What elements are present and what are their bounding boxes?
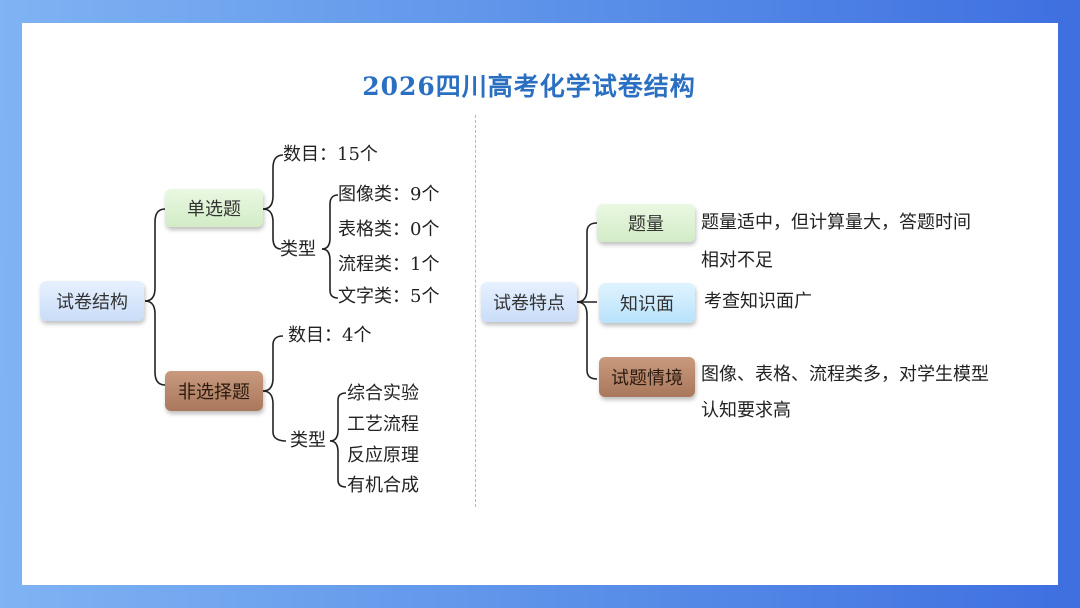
question-context-desc-line1: 图像、表格、流程类多，对学生模型 bbox=[701, 364, 989, 385]
node-knowledge-scope: 知识面 bbox=[599, 283, 695, 323]
single-choice-type-label: 类型 bbox=[280, 239, 316, 260]
root-node-paper-structure: 试卷结构 bbox=[40, 281, 144, 321]
page-title: 2026四川高考化学试卷结构 bbox=[362, 72, 696, 101]
node-question-context: 试题情境 bbox=[599, 357, 695, 397]
question-volume-desc-line2: 相对不足 bbox=[701, 250, 773, 271]
non-choice-type-label: 类型 bbox=[290, 430, 326, 451]
center-divider bbox=[475, 115, 476, 507]
non-choice-type-item: 综合实验 bbox=[347, 383, 419, 404]
non-choice-type-item: 有机合成 bbox=[347, 475, 419, 496]
single-choice-count: 数目：15个 bbox=[283, 144, 378, 165]
question-volume-desc-line1: 题量适中，但计算量大，答题时间 bbox=[701, 212, 971, 233]
node-question-volume: 题量 bbox=[597, 204, 695, 242]
non-choice-type-item: 反应原理 bbox=[347, 445, 419, 466]
non-choice-count: 数目：4个 bbox=[288, 325, 372, 346]
non-choice-type-item: 工艺流程 bbox=[347, 414, 419, 435]
root-node-paper-features: 试卷特点 bbox=[481, 282, 577, 322]
single-type-item: 表格类：0个 bbox=[338, 219, 440, 240]
single-type-item: 图像类：9个 bbox=[338, 184, 440, 205]
node-non-choice: 非选择题 bbox=[165, 371, 263, 411]
single-type-item: 文字类：5个 bbox=[338, 286, 440, 307]
node-single-choice: 单选题 bbox=[165, 189, 263, 227]
single-type-item: 流程类：1个 bbox=[338, 254, 440, 275]
knowledge-scope-desc: 考查知识面广 bbox=[704, 291, 812, 312]
question-context-desc-line2: 认知要求高 bbox=[701, 400, 791, 421]
